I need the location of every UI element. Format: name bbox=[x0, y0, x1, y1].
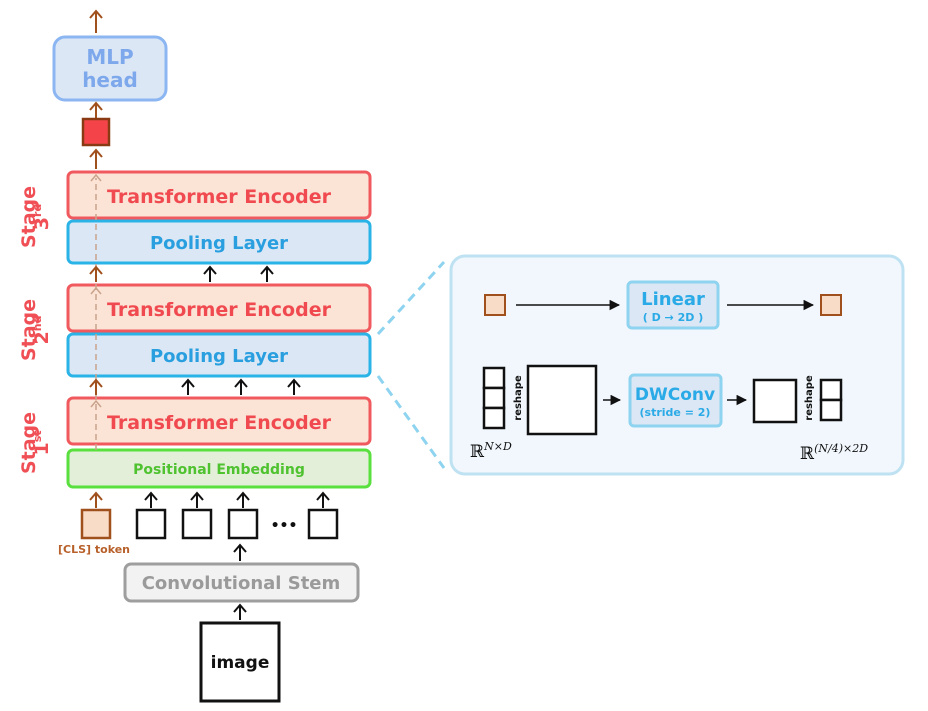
token-to-embedding-arrows bbox=[144, 491, 330, 508]
transformer-encoder-label: Transformer Encoder bbox=[107, 299, 332, 321]
output-token-column bbox=[819, 378, 843, 422]
ellipsis: ••• bbox=[271, 518, 298, 534]
convolutional-stem-label: Convolutional Stem bbox=[142, 573, 341, 594]
input-token-column bbox=[482, 366, 506, 430]
patch-token bbox=[135, 508, 167, 540]
transformer-encoder-stage-1 bbox=[66, 396, 372, 446]
linear-title: Linear bbox=[641, 289, 705, 310]
patch-token bbox=[307, 508, 339, 540]
positional-embedding-label: Positional Embedding bbox=[133, 462, 305, 478]
svg-text:3rd: 3rd bbox=[31, 204, 53, 231]
stage-1-suffix: st bbox=[31, 430, 44, 442]
transformer-encoder-label: Transformer Encoder bbox=[107, 186, 332, 208]
stage-1-word: Stage bbox=[18, 412, 40, 474]
convolutional-stem-block bbox=[123, 562, 360, 603]
linear-block bbox=[626, 280, 720, 330]
reshaped-feature-map-input bbox=[526, 364, 598, 436]
patch-token bbox=[181, 508, 213, 540]
input-shape-exponent: N×D bbox=[483, 440, 512, 453]
input-shape-annotation: ℝN×D bbox=[470, 440, 512, 462]
positional-embedding-block bbox=[66, 448, 372, 489]
image-to-stem-arrow bbox=[233, 603, 247, 620]
output-shape-annotation: ℝ(N/4)×2D bbox=[800, 442, 868, 464]
output-arrow bbox=[89, 9, 103, 33]
arrow-cls-to-mlp bbox=[89, 101, 103, 118]
cls-output-token bbox=[81, 117, 111, 147]
stage-3: Transformer Encoder Pooling Layer bbox=[66, 170, 372, 265]
patch-token bbox=[227, 508, 259, 540]
svg-text:1st: 1st bbox=[31, 430, 53, 455]
stage-1: Transformer Encoder Positional Embedding bbox=[66, 396, 372, 489]
transformer-encoder-label: Transformer Encoder bbox=[107, 412, 332, 434]
transformer-encoder-stage-2 bbox=[66, 283, 372, 333]
stage-2-word: Stage bbox=[18, 299, 40, 361]
stage-3-ordinal: 3 bbox=[31, 217, 53, 230]
dwconv-title: DWConv bbox=[635, 385, 715, 405]
stem-to-tokens-arrow bbox=[233, 543, 247, 561]
pooling-layer-stage-2 bbox=[66, 332, 372, 378]
zoom-connector-lines bbox=[376, 260, 446, 469]
arrow-encoder-to-cls-output bbox=[89, 148, 103, 169]
image-input-box bbox=[199, 621, 281, 703]
output-shape-exponent: (N/4)×2D bbox=[814, 442, 868, 455]
output-shape-base: ℝ bbox=[800, 444, 815, 464]
pooled-feature-map bbox=[752, 378, 798, 424]
dwconv-subtitle: (stride = 2) bbox=[640, 406, 711, 419]
mlp-head-label-line2: head bbox=[82, 68, 138, 92]
stage-2-ordinal: 2 bbox=[31, 331, 53, 344]
detail-cls-output-token bbox=[820, 294, 842, 316]
pooling-layer-stage-3 bbox=[66, 219, 372, 265]
reshape-label-input: reshape bbox=[513, 375, 524, 421]
detail-cls-input-token bbox=[484, 294, 506, 316]
reshape-label-output: reshape bbox=[804, 375, 815, 421]
mlp-head-block: MLP head bbox=[52, 35, 168, 102]
cls-token-dashed-path bbox=[90, 173, 102, 450]
stage-3-label: 3rd Stage bbox=[18, 186, 53, 248]
input-shape-base: ℝ bbox=[470, 442, 485, 462]
stage-1-label: 1st Stage bbox=[18, 412, 53, 474]
stage-3-word: Stage bbox=[18, 186, 40, 248]
stage-3-suffix: rd bbox=[31, 204, 44, 217]
pooling-layer-label: Pooling Layer bbox=[150, 233, 288, 254]
pooling-layer-label: Pooling Layer bbox=[150, 346, 288, 367]
patch-tokens bbox=[135, 508, 339, 540]
stage-2: Transformer Encoder Pooling Layer bbox=[66, 283, 372, 378]
cls-token-label: [CLS] token bbox=[58, 543, 130, 556]
cls-inter-stage-arrows bbox=[89, 265, 103, 508]
image-label: image bbox=[211, 653, 270, 673]
svg-text:2nd: 2nd bbox=[31, 316, 53, 345]
linear-subtitle: ( D → 2D ) bbox=[643, 311, 704, 324]
mlp-head-label-line1: MLP bbox=[86, 45, 133, 69]
transformer-encoder-stage-3 bbox=[66, 170, 372, 220]
dwconv-block bbox=[628, 373, 723, 428]
stage-2-label: 2nd Stage bbox=[18, 299, 53, 361]
patch-inter-stage-arrows bbox=[181, 265, 301, 395]
stage-1-ordinal: 1 bbox=[31, 442, 53, 455]
stage-2-suffix: nd bbox=[31, 316, 44, 332]
cls-input-token bbox=[80, 508, 112, 540]
